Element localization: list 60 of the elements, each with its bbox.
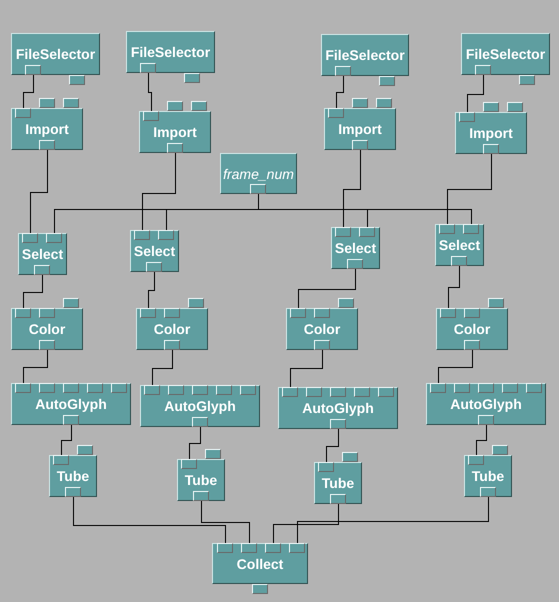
module-name: Color [154,321,190,337]
module-name: Import [338,121,382,137]
module-name: Select [334,240,376,256]
connector-line [447,154,492,224]
connector-line [258,194,472,224]
module-name: Import [153,124,197,140]
connector-line [148,72,152,112]
module-box [435,224,484,266]
module-name: Color [28,321,66,337]
module-name: FileSelector [466,46,546,62]
connector-line [23,274,43,308]
connector-line [73,496,226,544]
module-name: Import [469,125,513,141]
connector-line [298,268,356,308]
connector-line [23,350,48,384]
module-name: AutoGlyph [35,396,107,412]
module-box [220,153,297,194]
module-box [11,383,131,425]
module-name: FileSelector [16,46,96,62]
connector-line [297,496,489,544]
module-name: FileSelector [130,44,210,60]
module-box [18,233,67,275]
connector-line [30,150,48,234]
connector-line [23,74,34,108]
connector-line [189,426,201,460]
module-name: Tube [184,472,218,488]
connector-line [336,76,344,108]
module-name: Color [454,321,490,337]
module-name: AutoGlyph [450,396,522,412]
connector-line [148,272,155,308]
module-name: Select [438,237,480,253]
module-name: Tube [322,475,354,491]
module-name: FileSelector [325,47,405,63]
module-name: Color [304,321,340,337]
module-name: frame_num [223,166,294,182]
module-box [278,387,398,429]
connector-line [152,350,173,386]
module-name: Collect [236,556,284,572]
module-box [130,230,179,272]
module-name: Tube [56,468,90,484]
module-box [426,383,546,425]
module-name: AutoGlyph [302,400,374,416]
connector-line [438,350,473,384]
module-name: Select [134,243,176,259]
connector-line [467,74,484,112]
module-box [140,385,260,427]
module-name: Select [22,246,64,262]
connector-line [201,500,250,544]
module-name: Tube [472,468,504,484]
connector-line [343,150,361,228]
module-box [331,227,380,269]
module-name: Import [25,121,69,137]
connector-line [448,266,460,308]
connector-line [476,424,487,456]
connector-line [273,504,339,544]
connector-line [61,424,72,456]
connector-line [142,152,176,230]
connector-line [326,428,339,462]
connector-line [290,350,323,388]
module-name: AutoGlyph [164,398,236,414]
